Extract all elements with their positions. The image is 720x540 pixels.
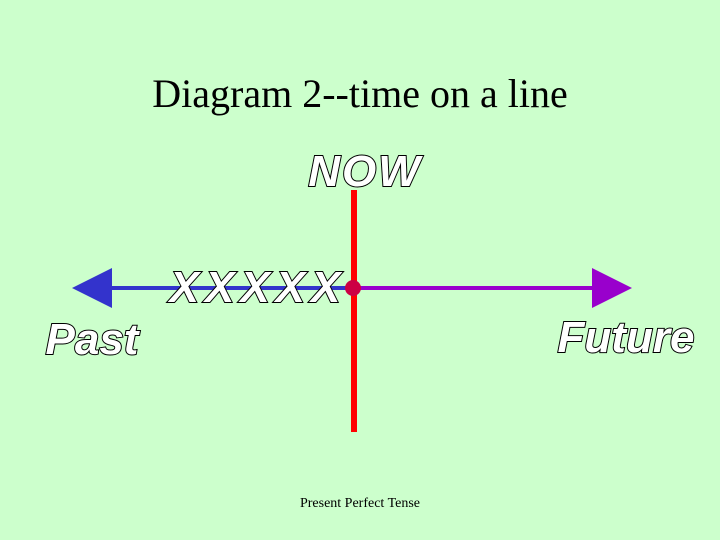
now-label: NOW — [308, 147, 423, 196]
past-label: Past — [46, 315, 141, 364]
now-point — [345, 280, 361, 296]
repeated-action-marks: XXXXX — [167, 263, 347, 312]
future-label: Future — [558, 313, 695, 362]
footer-caption: Present Perfect Tense — [299, 496, 421, 511]
slide-title: Diagram 2--time on a line — [152, 71, 568, 116]
